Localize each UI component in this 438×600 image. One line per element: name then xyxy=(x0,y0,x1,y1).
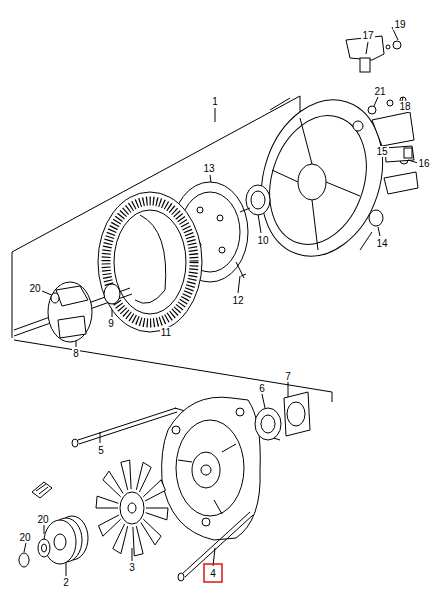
leader-line xyxy=(215,108,216,122)
stator xyxy=(98,192,202,332)
front-bearing xyxy=(255,392,310,440)
callout-number: 3 xyxy=(128,562,136,573)
callout-number: 12 xyxy=(231,295,244,306)
callout-number: 5 xyxy=(97,445,105,456)
rotor xyxy=(14,282,132,342)
callout-number: 11 xyxy=(160,327,172,338)
callout-number: 2 xyxy=(62,577,70,588)
callout-number: 21 xyxy=(373,86,386,97)
callout-number: 19 xyxy=(393,19,406,30)
callout-number: 20 xyxy=(28,283,41,294)
front-housing xyxy=(162,397,261,540)
key-icon xyxy=(36,484,48,494)
callout-number: 20 xyxy=(36,514,49,525)
callout-number: 8 xyxy=(72,348,80,359)
callout-number: 13 xyxy=(202,163,215,174)
callout-number: 18 xyxy=(398,101,411,112)
callout-number: 16 xyxy=(417,158,430,169)
callout-number: 10 xyxy=(256,235,269,246)
regulator-parts xyxy=(346,36,418,226)
through-bolt xyxy=(72,408,253,581)
key-icon xyxy=(32,482,52,498)
leader-lines xyxy=(24,27,418,576)
callout-number: 15 xyxy=(375,146,388,157)
cooling-fan xyxy=(96,460,168,556)
group-bracket xyxy=(12,96,300,338)
callout-number: 6 xyxy=(258,383,266,394)
group-bracket xyxy=(14,340,332,402)
callout-number: 17 xyxy=(361,30,374,41)
callout-number: 14 xyxy=(375,238,388,249)
pulley xyxy=(19,516,88,567)
rear-bearing xyxy=(246,185,270,215)
callout-number: 20 xyxy=(18,532,31,543)
highlight-box xyxy=(204,564,222,582)
callout-number: 9 xyxy=(107,318,115,329)
callout-number: 4 xyxy=(209,568,217,579)
callout-number: 1 xyxy=(211,96,219,107)
rear-housing xyxy=(242,84,402,272)
callout-number: 7 xyxy=(284,371,292,382)
